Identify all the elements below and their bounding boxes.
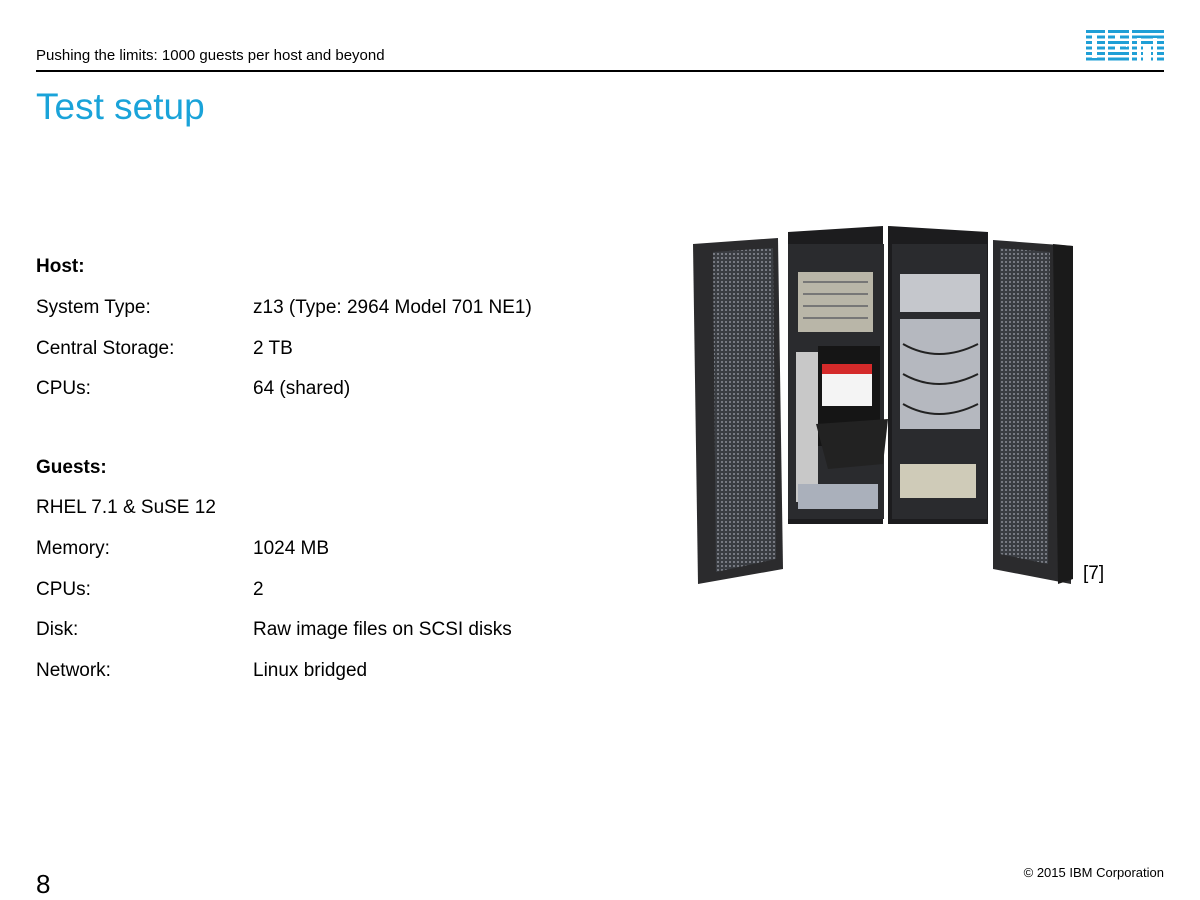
page-number: 8	[36, 869, 51, 899]
host-row: Central Storage: 2 TB	[36, 338, 293, 360]
row-value: Linux bridged	[253, 660, 368, 681]
host-row: System Type: z13 (Type: 2964 Model 701 NE…	[36, 297, 532, 319]
row-value: 2 TB	[253, 338, 293, 359]
row-label: Central Storage:	[36, 338, 175, 359]
guest-row: Network: Linux bridged	[36, 660, 367, 682]
image-citation: [7]	[1083, 563, 1105, 584]
row-label: Disk:	[36, 619, 79, 640]
row-label: System Type:	[36, 297, 151, 318]
guest-row: Memory: 1024 MB	[36, 538, 329, 560]
presentation-subtitle: Pushing the limits: 1000 guests per host…	[36, 47, 385, 64]
row-value: 64 (shared)	[253, 378, 351, 399]
row-label: Network:	[36, 660, 111, 681]
row-label: CPUs:	[36, 378, 91, 399]
header-divider	[36, 70, 1164, 72]
guest-row: CPUs: 2	[36, 579, 264, 601]
host-row: CPUs: 64 (shared)	[36, 378, 350, 400]
row-value: 2	[253, 579, 264, 600]
row-label: Memory:	[36, 538, 110, 559]
z13-mainframe-image	[693, 226, 1073, 584]
guest-row: Disk: Raw image files on SCSI disks	[36, 619, 512, 641]
copyright: © 2015 IBM Corporation	[1023, 865, 1164, 880]
row-value: Raw image files on SCSI disks	[253, 619, 512, 640]
guests-os: RHEL 7.1 & SuSE 12	[36, 497, 216, 518]
ibm-logo	[1086, 30, 1164, 62]
guests-heading: Guests:	[36, 457, 107, 478]
host-heading: Host:	[36, 256, 85, 277]
row-value: 1024 MB	[253, 538, 330, 559]
row-label: CPUs:	[36, 579, 91, 600]
row-value: z13 (Type: 2964 Model 701 NE1)	[253, 297, 532, 318]
slide-title: Test setup	[36, 86, 205, 127]
